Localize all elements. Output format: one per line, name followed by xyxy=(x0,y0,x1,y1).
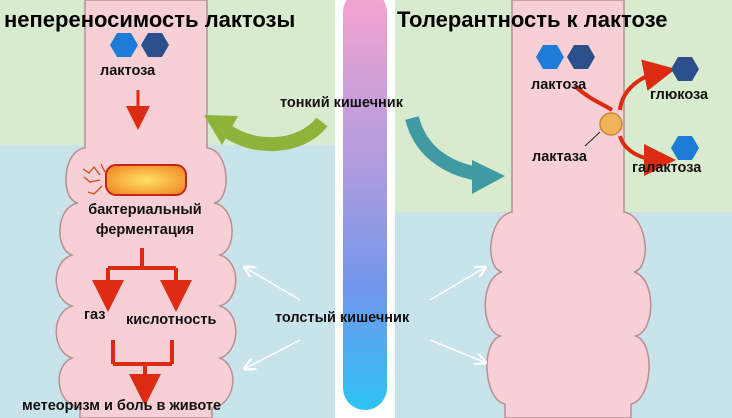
small-intestine-green-arrow xyxy=(204,115,328,152)
fermentation-branch-arrow xyxy=(92,248,192,312)
lactose-hexagon-pair-icon xyxy=(536,45,595,69)
small-intestine-label: тонкий кишечник xyxy=(280,95,403,111)
galactose-hexagon-icon xyxy=(671,136,699,160)
acidity-label: кислотность xyxy=(126,312,217,328)
glucose-label: глюкоза xyxy=(650,87,709,103)
galactose-label: галактоза xyxy=(632,160,702,176)
small-intestine-teal-arrow xyxy=(405,115,505,194)
large-intestine-pointer-arrows xyxy=(246,268,484,368)
lactase-label: лактаза xyxy=(532,149,587,165)
left-intestine xyxy=(55,0,237,418)
outcome-merge-arrow xyxy=(111,340,174,406)
left-lactose-label: лактоза xyxy=(100,63,156,79)
lactase-pointer-line xyxy=(584,131,601,147)
outcome-label: метеоризм и боль в животе xyxy=(22,398,222,414)
lactose-hexagon-pair-icon xyxy=(110,33,169,57)
large-intestine-label: толстый кишечник xyxy=(275,310,410,326)
right-intestine xyxy=(484,0,652,418)
center-gradient-bar xyxy=(343,0,387,410)
fermentation-label-line1: бактериальный xyxy=(88,202,202,218)
lactase-enzyme-icon xyxy=(599,112,623,136)
glucose-hexagon-icon xyxy=(671,57,699,81)
gas-label: газ xyxy=(84,307,106,323)
left-title: непереносимость лактозы xyxy=(4,7,296,32)
right-lactose-label: лактоза xyxy=(531,77,587,93)
reaction-arrows xyxy=(573,59,676,176)
bacteria-capsule-icon xyxy=(82,163,187,196)
right-title: Толерантность к лактозе xyxy=(397,7,668,32)
fermentation-label-line2: ферментация xyxy=(95,222,195,238)
